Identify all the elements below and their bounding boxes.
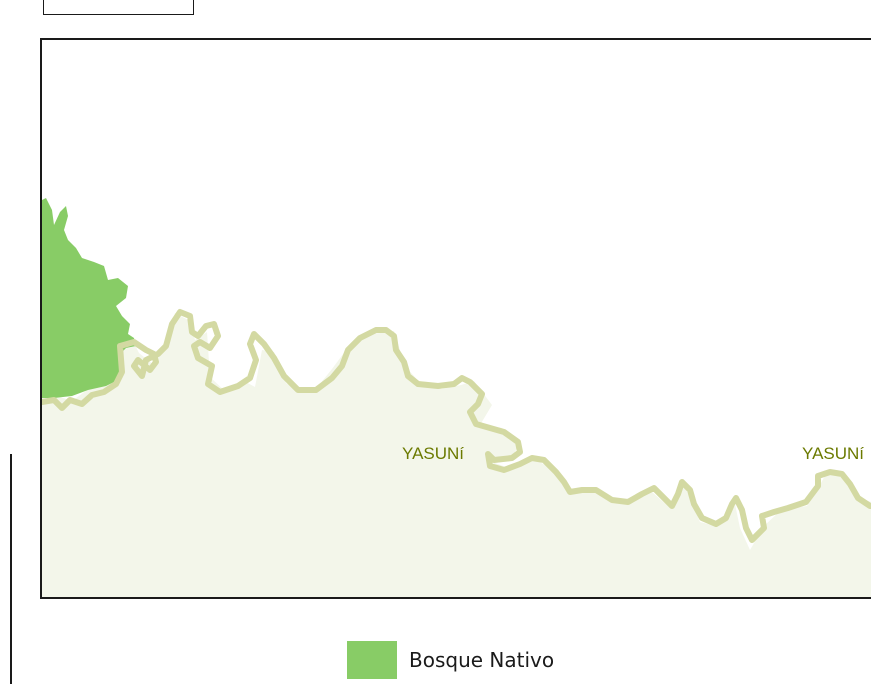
river-label-yasuni-2: YASUNí bbox=[802, 444, 864, 463]
river-label-yasuni-1: YASUNí bbox=[402, 444, 464, 463]
top-box bbox=[43, 0, 194, 15]
map-frame: YASUNí YASUNí bbox=[40, 38, 871, 599]
native-forest-area bbox=[42, 198, 136, 398]
legend-label-native-forest: Bosque Nativo bbox=[409, 648, 555, 672]
legend: Bosque Nativo bbox=[347, 641, 554, 679]
river-yasuni bbox=[42, 309, 871, 543]
map-canvas: YASUNí YASUNí bbox=[42, 198, 871, 597]
lowland-area bbox=[42, 313, 871, 597]
legend-swatch-native-forest bbox=[347, 641, 397, 679]
side-rule bbox=[10, 454, 12, 684]
